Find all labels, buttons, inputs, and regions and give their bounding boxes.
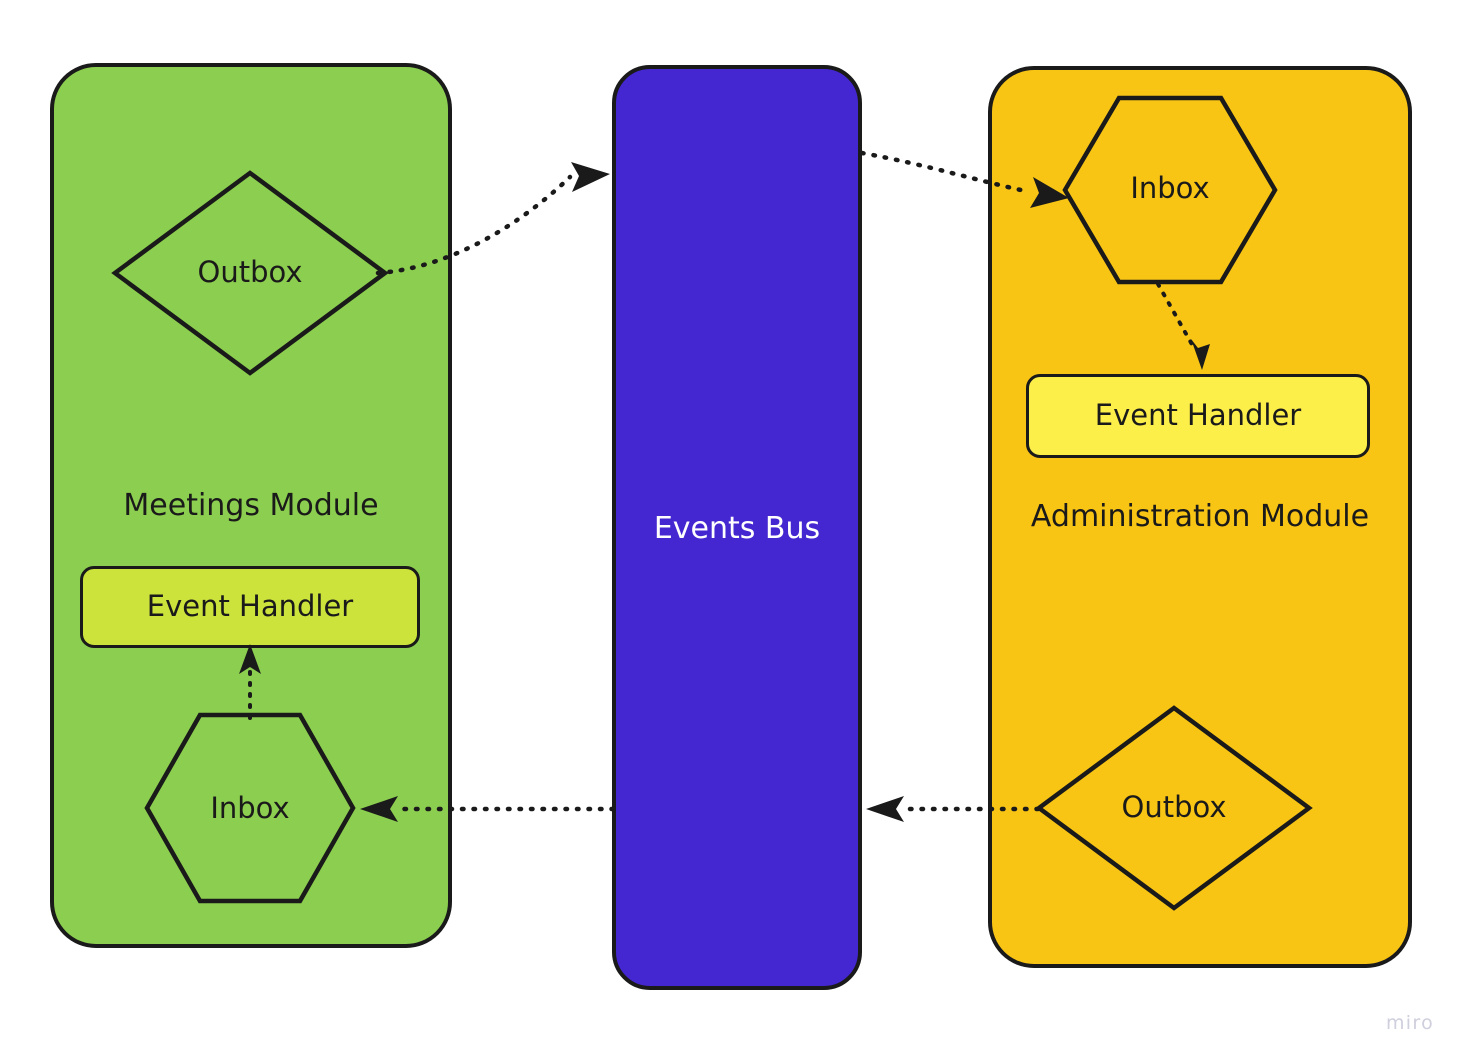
connector-meetings-inbox-to-handler bbox=[239, 644, 261, 720]
node-admin-inbox[interactable] bbox=[1062, 95, 1278, 285]
node-meetings-inbox[interactable] bbox=[144, 712, 356, 904]
connector-admin-inbox-to-handler bbox=[1156, 282, 1210, 370]
module-events-bus[interactable] bbox=[612, 65, 862, 990]
miro-watermark: miro bbox=[1386, 1012, 1435, 1034]
module-events-bus-label: Events Bus bbox=[653, 511, 821, 546]
module-meetings-label: Meetings Module bbox=[123, 488, 379, 523]
node-admin-outbox[interactable] bbox=[1035, 705, 1313, 911]
module-administration-label: Administration Module bbox=[1030, 499, 1370, 534]
connector-bus-to-meetings-inbox bbox=[360, 796, 616, 822]
node-meetings-event-handler[interactable] bbox=[80, 566, 420, 648]
connector-admin-outbox-to-bus bbox=[866, 796, 1041, 822]
connector-bus-to-admin-inbox bbox=[859, 150, 1069, 208]
connector-meetings-outbox-to-bus bbox=[375, 162, 610, 276]
node-admin-event-handler[interactable] bbox=[1026, 374, 1370, 458]
node-meetings-outbox[interactable] bbox=[111, 170, 389, 376]
